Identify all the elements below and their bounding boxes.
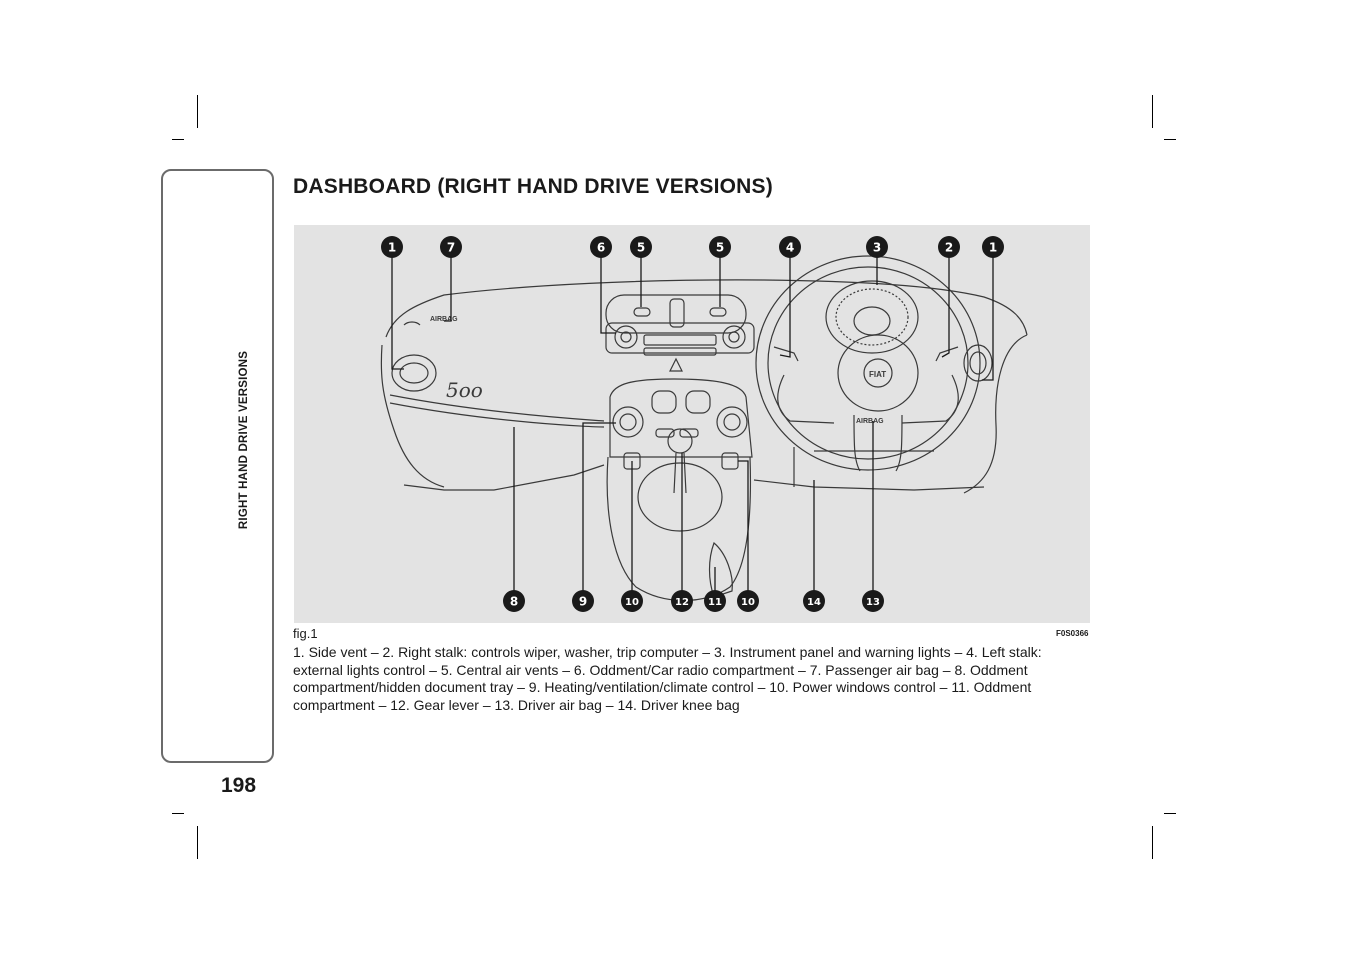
callout-label: 8 — [510, 595, 518, 609]
callout-label: 1 — [388, 241, 396, 255]
crop-mark — [172, 813, 184, 814]
callout-label: 7 — [447, 241, 455, 255]
callout-label: 3 — [873, 241, 881, 255]
callout-label: 14 — [807, 597, 821, 608]
radio-panel — [605, 322, 755, 354]
page-number: 198 — [221, 774, 257, 797]
section-tab — [161, 169, 274, 763]
gear-boot — [637, 462, 723, 532]
logo-badge: 5oo — [446, 378, 483, 402]
gear-knob — [667, 428, 693, 454]
figure-code: F0S0366 — [1056, 629, 1089, 638]
figure-caption: 1. Side vent – 2. Right stalk: controls … — [293, 644, 1042, 713]
section-label: RIGHT HAND DRIVE VERSIONS — [238, 350, 250, 530]
page-title: DASHBOARD (RIGHT HAND DRIVE VERSIONS) — [293, 175, 773, 198]
callout-label: 11 — [708, 597, 722, 608]
callout-label: 13 — [866, 597, 880, 608]
window-switch-right — [721, 452, 739, 470]
dashboard-illustration: AIRBAG AIRBAG FIAT 5oo 1 7 6 5 5 4 3 2 1 — [294, 225, 1090, 623]
crop-mark — [172, 139, 184, 140]
dashboard-outline — [385, 279, 1028, 338]
callout-label: 2 — [945, 241, 953, 255]
crop-mark — [1164, 139, 1176, 140]
dashboard-drawing: AIRBAG AIRBAG FIAT 5oo 1 7 6 5 5 4 3 2 1 — [380, 236, 1028, 612]
callout-label: 6 — [597, 241, 605, 255]
side-vent-left — [391, 354, 437, 392]
side-vent-right — [963, 344, 993, 382]
callout-label: 9 — [579, 595, 587, 609]
callouts-top: 1 7 6 5 5 4 3 2 1 — [381, 236, 1004, 258]
figure-label: fig.1 — [293, 626, 318, 641]
callout-label: 10 — [625, 597, 639, 608]
driver-airbag-hub — [837, 334, 919, 412]
left-stalk — [773, 346, 799, 362]
callout-label: 4 — [786, 241, 794, 255]
central-vents — [605, 294, 747, 334]
callout-label: 5 — [716, 241, 724, 255]
driver-airbag-badge: AIRBAG — [856, 418, 884, 425]
right-stalk — [935, 346, 959, 362]
climate-panel — [609, 378, 753, 458]
crop-mark — [1152, 826, 1153, 859]
passenger-airbag-badge: AIRBAG — [430, 316, 458, 323]
callout-label: 5 — [637, 241, 645, 255]
center-tunnel — [606, 456, 752, 601]
steering-emblem: FIAT — [869, 370, 886, 379]
callout-label: 10 — [741, 597, 755, 608]
crop-mark — [1152, 95, 1153, 128]
instrument-cluster — [825, 280, 919, 354]
callout-label: 1 — [989, 241, 997, 255]
callouts-bottom: 8 9 10 12 11 10 14 13 — [503, 590, 884, 612]
crop-mark — [1164, 813, 1176, 814]
crop-mark — [197, 95, 198, 128]
crop-mark — [197, 826, 198, 859]
callout-label: 12 — [675, 597, 689, 608]
steering-wheel — [755, 255, 981, 471]
